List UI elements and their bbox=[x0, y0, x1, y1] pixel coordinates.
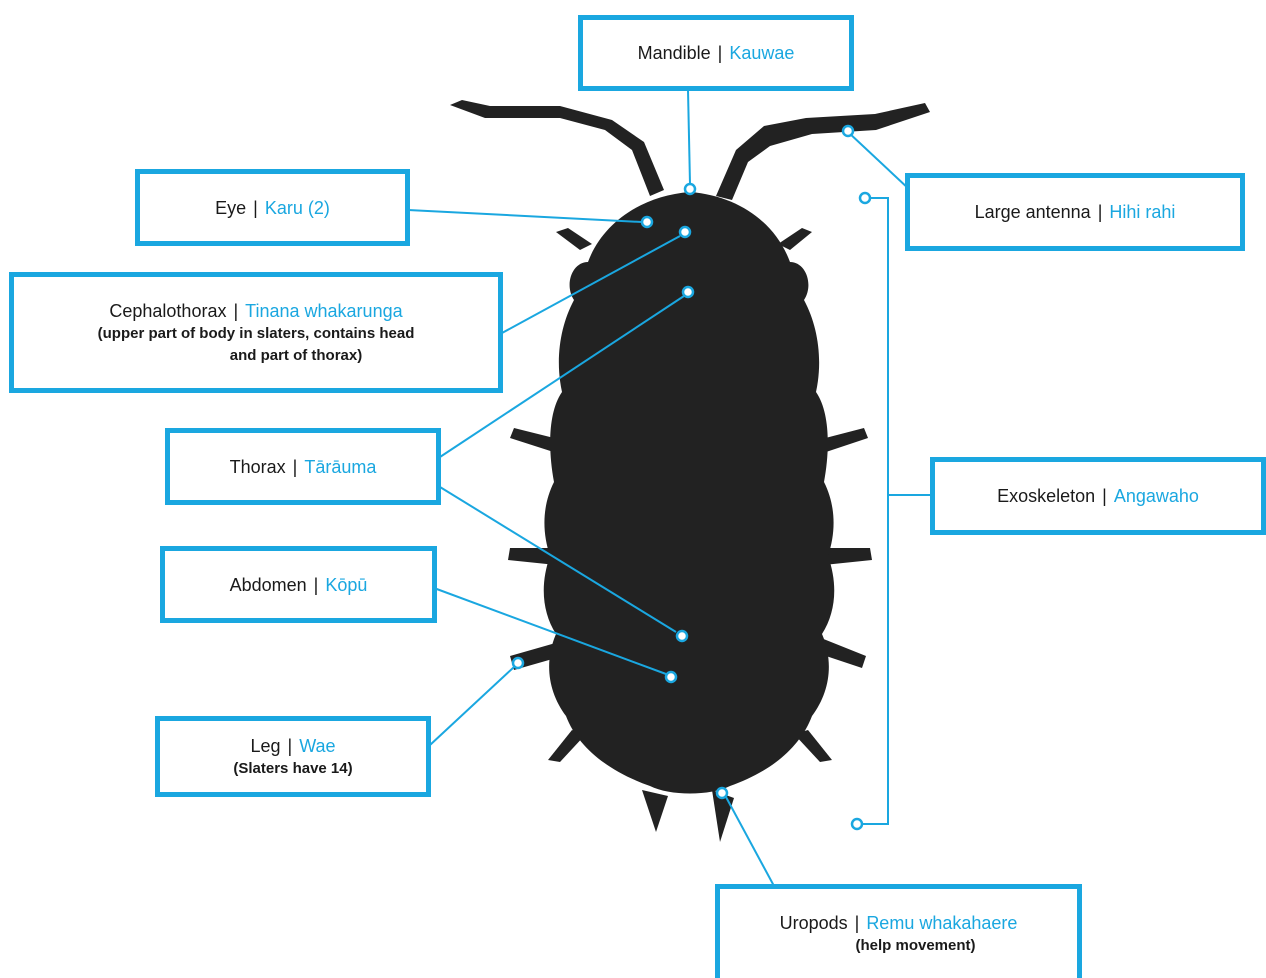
exoskeleton-bracket bbox=[862, 198, 934, 824]
label-note: (help movement) bbox=[821, 935, 975, 957]
label-mi: Hihi rahi bbox=[1109, 202, 1175, 222]
label-abdomen: Abdomen | Kōpū bbox=[160, 546, 437, 623]
label-en: Cephalothorax bbox=[109, 301, 226, 321]
uropod-leader bbox=[726, 797, 774, 886]
label-mandible: Mandible | Kauwae bbox=[578, 15, 854, 91]
label-mi: Remu whakahaere bbox=[866, 913, 1017, 933]
thorax-dot-lower bbox=[677, 631, 687, 641]
leg-shape bbox=[556, 228, 592, 250]
antenna-dot bbox=[843, 126, 853, 136]
label-exoskeleton: Exoskeleton | Angawaho bbox=[930, 457, 1266, 535]
mandible-dot bbox=[685, 184, 695, 194]
label-thorax: Thorax | Tārāuma bbox=[165, 428, 441, 505]
label-en: Uropods bbox=[780, 913, 848, 933]
label-separator: | bbox=[288, 736, 293, 756]
label-separator: | bbox=[233, 301, 238, 321]
label-note: (upper part of body in slaters, contains… bbox=[98, 323, 415, 345]
label-separator: | bbox=[314, 575, 319, 595]
label-en: Exoskeleton bbox=[997, 486, 1095, 506]
label-antenna: Large antenna | Hihi rahi bbox=[905, 173, 1245, 251]
label-separator: | bbox=[1102, 486, 1107, 506]
label-en: Mandible bbox=[638, 43, 711, 63]
uropod-shape bbox=[642, 790, 668, 832]
label-note: and part of thorax) bbox=[150, 345, 363, 367]
leg-shape bbox=[778, 228, 812, 250]
leg-dot bbox=[513, 658, 523, 668]
label-mi: Kauwae bbox=[729, 43, 794, 63]
label-separator: | bbox=[718, 43, 723, 63]
label-mi: Wae bbox=[299, 736, 335, 756]
eye-dot bbox=[642, 217, 652, 227]
mandible-leader bbox=[688, 90, 690, 184]
label-leg: Leg | Wae (Slaters have 14) bbox=[155, 716, 431, 797]
slater-silhouette bbox=[450, 100, 930, 842]
label-uropods: Uropods | Remu whakahaere (help movement) bbox=[715, 884, 1082, 978]
label-mi: Kōpū bbox=[325, 575, 367, 595]
label-mi: Angawaho bbox=[1114, 486, 1199, 506]
eye-leader bbox=[408, 210, 642, 222]
leg-leader bbox=[430, 667, 514, 745]
exoskeleton-dot-bottom bbox=[852, 819, 862, 829]
label-note: (Slaters have 14) bbox=[233, 758, 352, 780]
label-separator: | bbox=[293, 457, 298, 477]
label-eye: Eye | Karu (2) bbox=[135, 169, 410, 246]
label-cephalothorax: Cephalothorax | Tinana whakarunga (upper p… bbox=[9, 272, 503, 393]
antenna-shape bbox=[450, 100, 664, 196]
label-separator: | bbox=[855, 913, 860, 933]
label-mi: Tinana whakarunga bbox=[245, 301, 402, 321]
label-en: Thorax bbox=[230, 457, 286, 477]
label-separator: | bbox=[253, 198, 258, 218]
exoskeleton-dot-top bbox=[860, 193, 870, 203]
antenna-leader bbox=[848, 132, 910, 190]
antenna-shape bbox=[716, 103, 930, 200]
cephalothorax-dot bbox=[680, 227, 690, 237]
abdomen-dot bbox=[666, 672, 676, 682]
label-separator: | bbox=[1098, 202, 1103, 222]
label-en: Large antenna bbox=[975, 202, 1091, 222]
label-en: Leg bbox=[250, 736, 280, 756]
label-mi: Karu (2) bbox=[265, 198, 330, 218]
body-shape bbox=[544, 192, 835, 794]
label-en: Abdomen bbox=[230, 575, 307, 595]
label-en: Eye bbox=[215, 198, 246, 218]
thorax-dot-upper bbox=[683, 287, 693, 297]
label-mi: Tārāuma bbox=[304, 457, 376, 477]
uropod-dot bbox=[717, 788, 727, 798]
